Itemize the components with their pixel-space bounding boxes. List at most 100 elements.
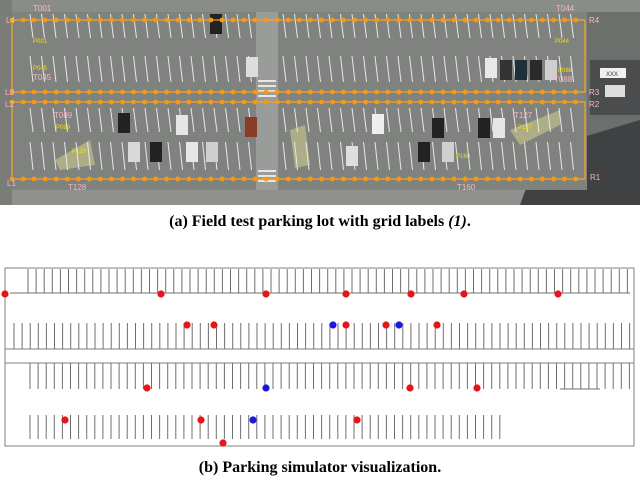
grid-marker-dot <box>64 99 70 105</box>
grid-marker-dot <box>396 99 402 105</box>
stall-line <box>133 55 137 83</box>
grid-marker-dot <box>319 176 324 182</box>
grid-marker-dot <box>374 89 380 95</box>
grid-marker-dot <box>53 89 59 95</box>
stall-line <box>41 55 45 83</box>
stall-line <box>236 141 241 171</box>
sign-label: XXX <box>606 72 618 78</box>
stall-line <box>282 141 287 171</box>
stall-line <box>98 55 103 83</box>
stall-line <box>75 13 80 39</box>
grid-marker-dot <box>352 99 357 105</box>
grid-marker-dot <box>131 176 136 182</box>
stall-line <box>248 13 252 39</box>
stall-line <box>167 13 172 39</box>
grid-marker-dot <box>473 99 479 105</box>
grid-marker-dot <box>153 176 159 182</box>
grid-marker-dot <box>506 89 512 95</box>
grid-marker-dot <box>374 176 380 182</box>
grid-marker-dot <box>440 99 446 105</box>
grid-marker-dot <box>164 99 170 105</box>
grid-marker-dot <box>153 17 159 23</box>
stall-line <box>570 55 574 83</box>
simulator-stall-lines <box>10 269 631 439</box>
grid-marker-dot <box>274 17 280 23</box>
stall-line <box>294 107 298 133</box>
corner-label-r3: R3 <box>589 88 600 97</box>
stall-line <box>202 141 206 171</box>
grid-marker-dot <box>98 176 103 182</box>
grid-marker-dot <box>506 17 512 23</box>
stall-line <box>225 55 229 83</box>
grid-marker-dot <box>20 176 26 182</box>
grid-marker-dot <box>285 89 291 95</box>
stall-marker-p128: P128 <box>72 149 87 155</box>
stall-line <box>225 141 229 171</box>
grid-marker-dot <box>296 99 302 105</box>
stall-line <box>328 107 333 133</box>
caption-b: (b) Parking simulator visualization. <box>0 459 640 477</box>
grid-marker-dot <box>385 17 391 23</box>
stall-marker-p044: P044 <box>555 39 570 45</box>
stall-marker-p088: P088 <box>558 68 573 74</box>
stall-line <box>386 141 390 171</box>
sim-vehicle-dot <box>382 321 390 329</box>
sim-vehicle-dot <box>342 290 350 298</box>
corner-label-l1: L1 <box>7 179 16 188</box>
grid-marker-dot <box>451 89 457 95</box>
sim-vehicle-dot <box>143 384 151 392</box>
grid-marker-dot <box>109 99 114 105</box>
stall-line <box>558 141 563 171</box>
grid-marker-dot <box>573 17 578 23</box>
grid-marker-dot <box>473 89 479 95</box>
stall-line <box>41 141 45 171</box>
stall-line <box>443 13 448 39</box>
grid-marker-dot <box>319 99 324 105</box>
stall-line <box>213 107 218 133</box>
grid-marker-dot <box>86 89 92 95</box>
grid-marker-dot <box>20 89 26 95</box>
corner-label-r2: R2 <box>589 100 600 109</box>
grid-marker-dot <box>473 17 479 23</box>
grid-marker-dot <box>440 17 446 23</box>
stall-line <box>29 107 34 133</box>
grid-marker-dot <box>263 89 269 95</box>
stall-line <box>64 107 68 133</box>
grid-marker-dot <box>341 99 346 105</box>
stall-line <box>317 13 321 39</box>
grid-marker-dot <box>363 17 368 23</box>
corner-label-r1: R1 <box>590 173 601 182</box>
grid-marker-dot <box>230 17 236 23</box>
sim-vehicle-dot <box>460 290 468 298</box>
stall-line <box>52 13 57 39</box>
stall-line <box>455 141 459 171</box>
stall-line <box>547 141 551 171</box>
stall-line <box>282 107 287 133</box>
grid-marker-dot <box>53 176 59 182</box>
grid-marker-dot <box>98 17 103 23</box>
grid-marker-dot <box>252 89 258 95</box>
grid-marker-dot <box>462 99 468 105</box>
stall-line <box>443 55 448 83</box>
grid-marker-dot <box>42 89 48 95</box>
sim-vehicle-dot <box>61 416 69 424</box>
grid-marker-dot <box>396 89 402 95</box>
grid-marker-dot <box>484 17 490 23</box>
stall-marker-p045: P045 <box>33 66 48 72</box>
sim-vehicle-dot <box>197 416 205 424</box>
stall-line <box>133 107 137 133</box>
stall-line <box>317 55 321 83</box>
stall-line <box>397 55 402 83</box>
grid-marker-dot <box>352 89 357 95</box>
grid-marker-dot <box>529 89 534 95</box>
stall-line <box>570 141 574 171</box>
grid-marker-dot <box>495 17 501 23</box>
stall-line <box>236 13 241 39</box>
grid-marker-dot <box>109 17 114 23</box>
grid-marker-dot <box>75 99 81 105</box>
grid-marker-dot <box>308 176 313 182</box>
stall-line <box>52 55 57 83</box>
stall-line <box>64 13 68 39</box>
grid-marker-dot <box>551 89 556 95</box>
column-marker-t160: T160 <box>457 183 476 192</box>
